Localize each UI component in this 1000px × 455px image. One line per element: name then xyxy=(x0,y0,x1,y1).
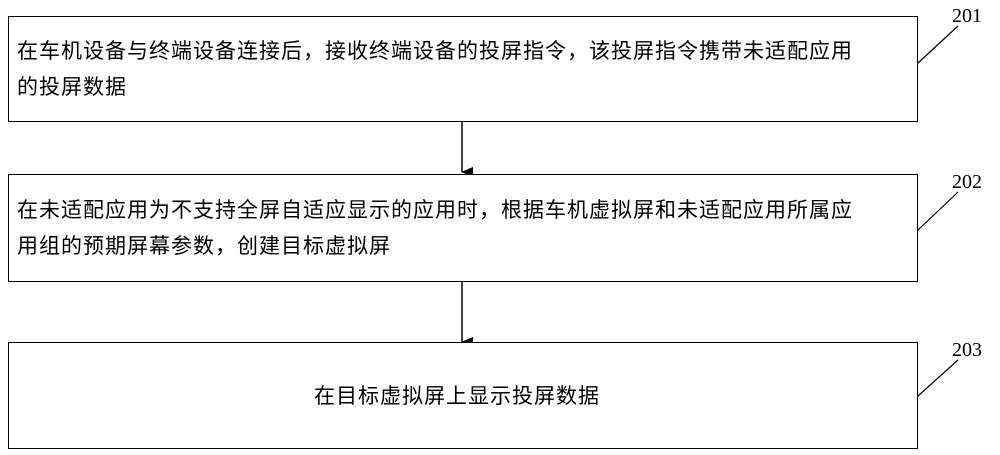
step-text-203: 在目标虚拟屏上显示投屏数据 xyxy=(314,378,612,414)
step-text-202: 在未适配应用为不支持全屏自适应显示的应用时，根据车机虚拟屏和未适配应用所属应用组… xyxy=(17,192,857,264)
step-label-201: 201 xyxy=(952,6,982,26)
step-text-201: 在车机设备与终端设备连接后，接收终端设备的投屏指令，该投屏指令携带未适配应用的投… xyxy=(17,33,857,105)
leader-line-203 xyxy=(918,360,958,396)
step-box-202: 在未适配应用为不支持全屏自适应显示的应用时，根据车机虚拟屏和未适配应用所属应用组… xyxy=(8,174,918,282)
leader-line-201 xyxy=(918,26,958,63)
leader-line-202 xyxy=(918,192,958,230)
step-label-202: 202 xyxy=(952,172,982,192)
step-box-201: 在车机设备与终端设备连接后，接收终端设备的投屏指令，该投屏指令携带未适配应用的投… xyxy=(8,16,918,122)
step-label-203: 203 xyxy=(952,340,982,360)
step-box-203: 在目标虚拟屏上显示投屏数据 xyxy=(8,342,918,449)
